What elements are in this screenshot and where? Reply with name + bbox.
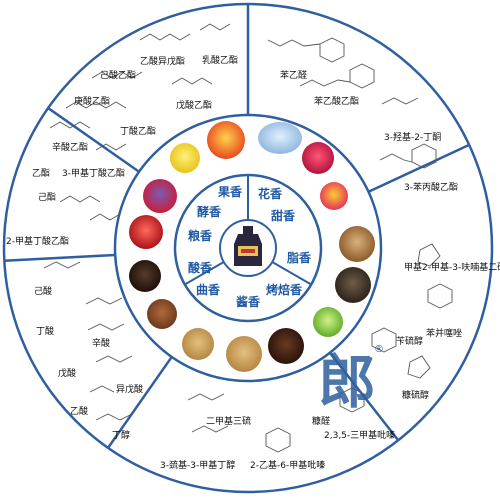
compound-label: 乙酸	[70, 406, 88, 417]
inner-label: 烤焙香	[266, 282, 302, 297]
compound-label: 丁酸乙酯	[120, 126, 156, 137]
compound-label: 己酸乙酯	[100, 70, 136, 81]
registered-mark: ®	[374, 344, 384, 355]
cotton-flower-image	[258, 122, 302, 154]
berries-image	[143, 179, 177, 213]
compound-label: 庚酸乙酯	[74, 95, 110, 107]
nuts-image	[339, 226, 375, 262]
compound-label: 3-羟基-2-丁酮	[384, 131, 441, 143]
seeds-image	[335, 267, 371, 303]
raspberry-image	[302, 142, 334, 174]
brand-watermark: 郎	[318, 348, 376, 416]
inner-label: 粮香	[188, 228, 212, 243]
compound-label: 辛酸乙酯	[52, 141, 88, 153]
compound-label: 3-甲基丁酸乙酯	[62, 167, 125, 179]
inner-dividers	[184, 175, 312, 286]
compound-label: 苄硫醇	[396, 335, 423, 347]
compound-label: 二甲基三硫	[206, 415, 251, 427]
compound-label: 2,3,5-三甲基吡嗪	[324, 429, 395, 441]
grain-cake-image	[182, 328, 214, 360]
inner-label: 酸香	[188, 260, 212, 275]
compound-label: 3-苯丙酸乙酯	[404, 181, 458, 193]
compound-label: 丁醇	[112, 429, 130, 441]
apples-image	[129, 215, 163, 249]
compound-labels: 乳酸乙酯 乙酸异戊酯 戊酸乙酯 己酸乙酯 庚酸乙酯 丁酸乙酯 辛酸乙酯 乙酯 3…	[6, 54, 500, 471]
compound-label: 乙酸异戊酯	[140, 55, 185, 67]
compound-label: 苯并噻唑	[426, 327, 462, 339]
brown-bean-image	[268, 328, 304, 364]
compound-label: 糠醛	[312, 415, 330, 427]
sauce-image	[129, 260, 161, 292]
inner-label: 果香	[217, 184, 242, 199]
strawberries-image	[226, 336, 262, 372]
compound-label: 苯乙酸乙酯	[314, 95, 359, 107]
inner-label: 酱香	[236, 294, 260, 309]
compound-label: 异戊酸	[116, 383, 143, 395]
molecule-sketches	[43, 23, 453, 453]
inner-label: 甜香	[271, 208, 295, 223]
compound-label: 戊酸	[58, 367, 76, 379]
liquor-bottle-icon	[234, 226, 262, 266]
compound-label: 乙酯	[32, 168, 50, 179]
bananas-image	[170, 143, 200, 173]
compound-label: 乳酸乙酯	[202, 54, 238, 66]
inner-label: 曲香	[196, 282, 220, 297]
inner-label: 酵香	[197, 204, 221, 219]
grain-image	[147, 299, 177, 329]
compound-label: 甲基2-甲基-3-呋喃基二硫	[404, 261, 500, 273]
compound-label: 己酸	[34, 286, 52, 297]
compound-label: 戊酸乙酯	[176, 99, 212, 111]
inner-label: 花香	[258, 186, 282, 201]
compound-label: 糠硫醇	[402, 389, 429, 401]
candies-image	[320, 182, 348, 210]
compound-label: 丁酸	[36, 326, 54, 337]
compound-label: 辛酸	[92, 337, 110, 349]
fruit-bowl-image	[207, 121, 245, 159]
compound-label: 2-甲基丁酸乙酯	[6, 235, 69, 247]
compound-label: 3-巯基-3-甲基丁醇	[160, 459, 235, 471]
inner-label: 脂香	[286, 250, 311, 265]
compound-label: 苯乙醛	[280, 69, 307, 81]
compound-label: 己酯	[38, 192, 56, 203]
compound-label: 2-乙基-6-甲基吡嗪	[250, 459, 325, 471]
green-fruit-image	[313, 307, 343, 337]
